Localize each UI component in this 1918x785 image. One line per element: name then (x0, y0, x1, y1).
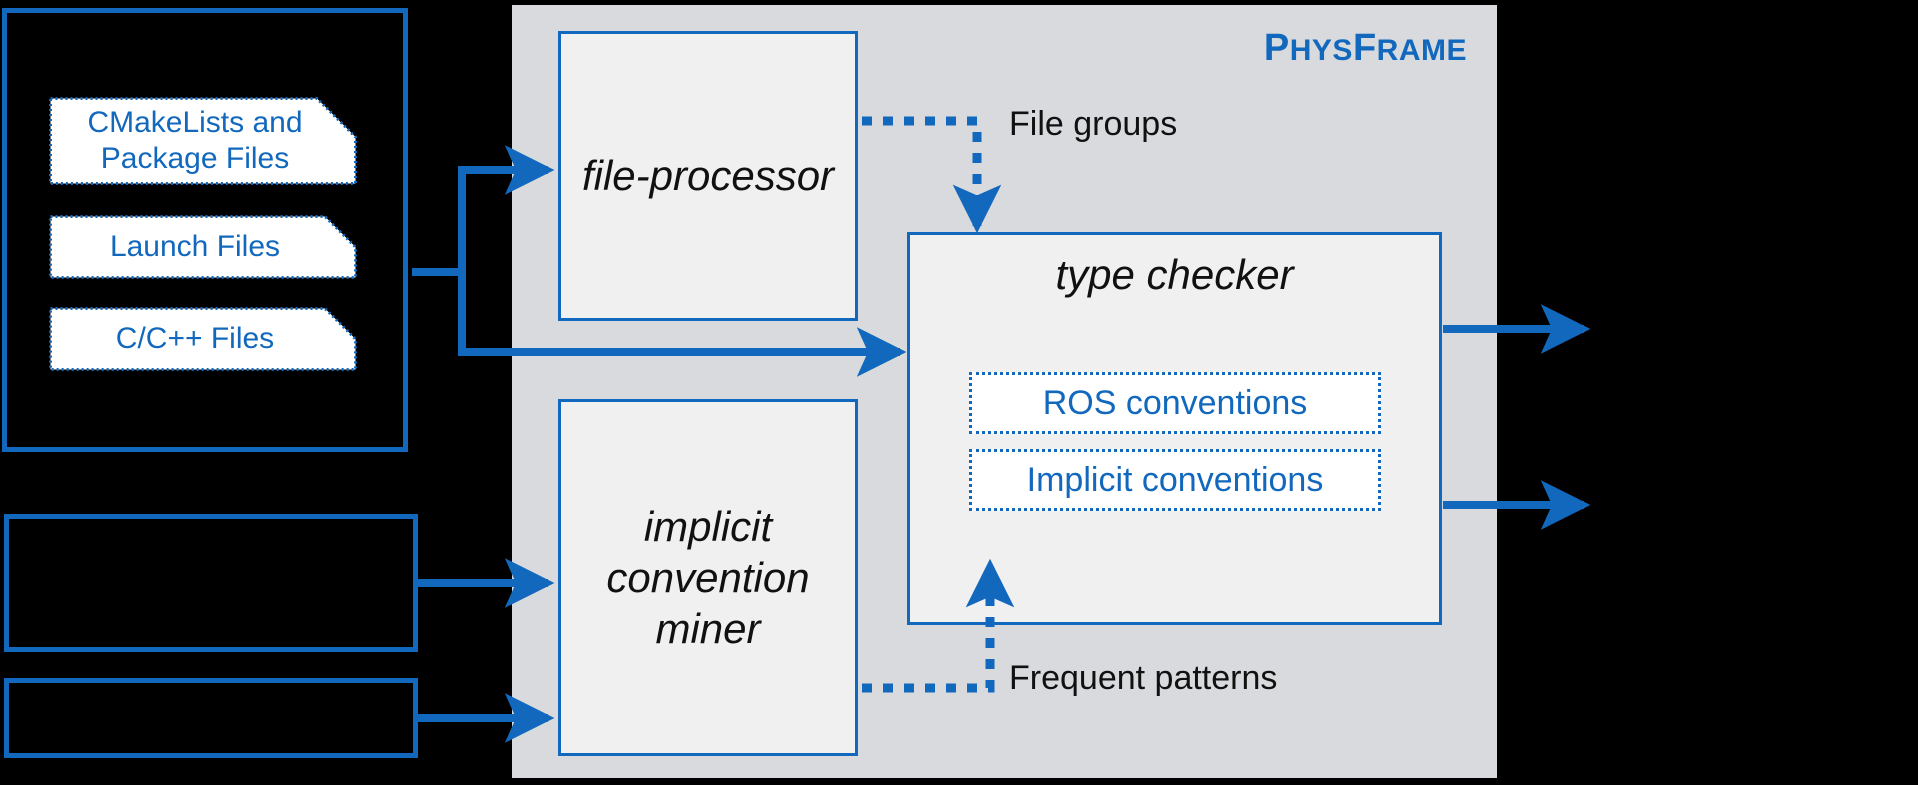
document-shape-icon (49, 97, 357, 185)
conventions-label: Implicit conventions (1026, 460, 1324, 499)
input-file-cmakelists[interactable]: CMakeLists and Package Files (49, 97, 357, 185)
input-empty-box-2[interactable] (4, 678, 418, 758)
physframe-panel: PHYSFRAME file-processor implicit conven… (512, 5, 1497, 778)
conventions-label: ROS conventions (1042, 383, 1308, 422)
input-file-cpp[interactable]: C/C++ Files (49, 307, 357, 371)
input-empty-box-1[interactable] (4, 514, 418, 652)
input-files-panel: CMakeLists and Package Files Launch File… (2, 8, 408, 452)
edge-label-file-groups: File groups (1009, 105, 1178, 143)
input-file-label: CMakeLists and Package Files (87, 106, 303, 175)
module-file-processor[interactable]: file-processor (558, 31, 858, 321)
input-file-launch[interactable]: Launch Files (49, 215, 357, 279)
input-file-label: Launch Files (109, 230, 281, 263)
document-shape-icon (49, 307, 357, 371)
conventions-ros[interactable]: ROS conventions (969, 372, 1381, 434)
input-file-label: C/C++ Files (115, 322, 275, 355)
page-title: PHYSFRAME (1264, 27, 1467, 70)
module-label: implicit convention miner (606, 502, 810, 653)
module-label: type checker (1055, 251, 1294, 298)
title-lead-2: F (1352, 27, 1377, 69)
document-shape-icon (49, 215, 357, 279)
title-rest-1: HYS (1289, 34, 1353, 67)
module-implicit-convention-miner[interactable]: implicit convention miner (558, 399, 858, 756)
edge-label-frequent-patterns: Frequent patterns (1009, 659, 1278, 697)
title-lead-1: P (1263, 27, 1290, 69)
module-label: file-processor (581, 152, 835, 200)
conventions-implicit[interactable]: Implicit conventions (969, 449, 1381, 511)
title-rest-2: RAME (1376, 34, 1467, 67)
